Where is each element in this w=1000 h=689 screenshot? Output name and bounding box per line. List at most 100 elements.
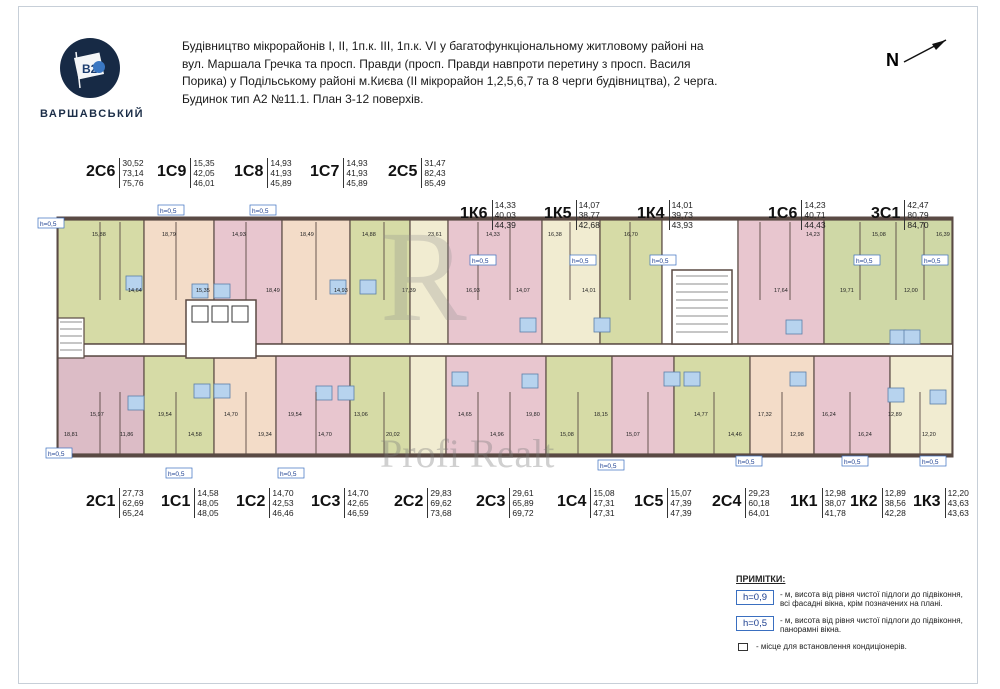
room-area-label: 12,89 xyxy=(888,412,902,418)
bottom-unit xyxy=(611,355,675,455)
watermark-logo: R xyxy=(380,205,467,349)
bathroom xyxy=(785,319,803,335)
bathroom xyxy=(929,389,947,405)
brand-name: ВАРШАВСЬКИЙ xyxy=(40,108,145,120)
room-area-label: 18,15 xyxy=(594,412,608,418)
room-area-label: 16,38 xyxy=(548,232,562,238)
room-area-label: 20,02 xyxy=(386,432,400,438)
room-area-label: 14,64 xyxy=(128,288,142,294)
room-area-label: 16,70 xyxy=(624,232,638,238)
bathroom xyxy=(593,317,611,333)
area-value: 62,69 xyxy=(122,498,144,508)
room-area-label: 14,88 xyxy=(362,232,376,238)
room-area-label: 11,86 xyxy=(120,432,133,438)
area-value: 41,93 xyxy=(270,168,292,178)
window-height-tag xyxy=(919,455,947,467)
title-line-3: Порика) у Подільському районі м.Києва (І… xyxy=(182,74,718,88)
apartment-code: 2С3 xyxy=(476,493,506,510)
room-area-label: 19,34 xyxy=(258,432,272,438)
area-value: 42,53 xyxy=(272,498,294,508)
area-value: 14,01 xyxy=(671,200,693,210)
area-value: 14,93 xyxy=(270,158,292,168)
room-area-label: 18,49 xyxy=(300,232,314,238)
window-height-text: h=0,5 xyxy=(600,463,617,470)
room-area-label: 18,79 xyxy=(162,232,176,238)
room-area-label: 16,93 xyxy=(466,288,480,294)
room-area-label: 14,93 xyxy=(232,232,246,238)
bottom-unit xyxy=(275,355,351,455)
window-height-text: h=0,5 xyxy=(472,258,489,265)
apartment-code: 3С1 xyxy=(871,205,901,222)
room-area-label: 14,93 xyxy=(334,288,348,294)
area-value: 80,79 xyxy=(907,210,929,220)
area-value: 40,71 xyxy=(804,210,826,220)
room-area-label: 17,39 xyxy=(402,288,416,294)
area-value: 41,78 xyxy=(824,508,846,518)
area-value: 65,89 xyxy=(512,498,534,508)
bathroom xyxy=(213,283,231,299)
area-value: 85,49 xyxy=(424,178,446,188)
area-value: 84,70 xyxy=(907,220,929,230)
window-height-tag xyxy=(649,254,677,266)
apartment-code: 1К4 xyxy=(637,205,665,222)
window-height-text: h=0,5 xyxy=(844,459,861,466)
window-height-text: h=0,5 xyxy=(280,471,297,478)
watermark-text: Profi Realt xyxy=(380,431,555,476)
note-item-1: h=0,9 - м, висота від рівня чистої підло… xyxy=(736,590,966,608)
room-area-label: 14,23 xyxy=(806,232,820,238)
area-value: 46,46 xyxy=(272,508,294,518)
area-value: 48,05 xyxy=(197,508,219,518)
window-height-text: h=0,5 xyxy=(160,208,177,215)
room-area-label: 16,24 xyxy=(858,432,872,438)
room-area-label: 23,61 xyxy=(428,232,442,238)
area-value: 31,47 xyxy=(424,158,446,168)
room-area-label: 14,58 xyxy=(188,432,202,438)
bottom-unit xyxy=(545,355,613,455)
bathroom xyxy=(521,373,539,389)
area-value: 82,43 xyxy=(424,168,446,178)
apartment-code: 2С5 xyxy=(388,163,418,180)
area-value: 14,93 xyxy=(346,158,368,168)
apartment-code: 2С2 xyxy=(394,493,424,510)
area-value: 12,98 xyxy=(824,488,846,498)
room-area-label: 12,98 xyxy=(790,432,804,438)
room-area-label: 14,01 xyxy=(582,288,596,294)
window-height-tag xyxy=(735,455,763,467)
apartment-code: 2С4 xyxy=(712,493,742,510)
room-area-label: 15,97 xyxy=(90,412,104,418)
apartment-code: 1С9 xyxy=(157,163,187,180)
area-value: 43,93 xyxy=(671,220,693,230)
area-value: 47,31 xyxy=(593,498,615,508)
area-value: 14,23 xyxy=(804,200,826,210)
elevator-shaft xyxy=(211,305,229,323)
window-height-tag xyxy=(277,467,305,479)
elevator-shaft xyxy=(191,305,209,323)
note-tag-2: h=0,5 xyxy=(736,616,774,631)
area-value: 42,65 xyxy=(347,498,369,508)
stair-core xyxy=(671,269,733,345)
bathroom xyxy=(789,371,807,387)
room-area-label: 16,39 xyxy=(936,232,950,238)
bathroom xyxy=(519,317,537,333)
corridor xyxy=(58,344,952,356)
bathroom xyxy=(213,383,231,399)
